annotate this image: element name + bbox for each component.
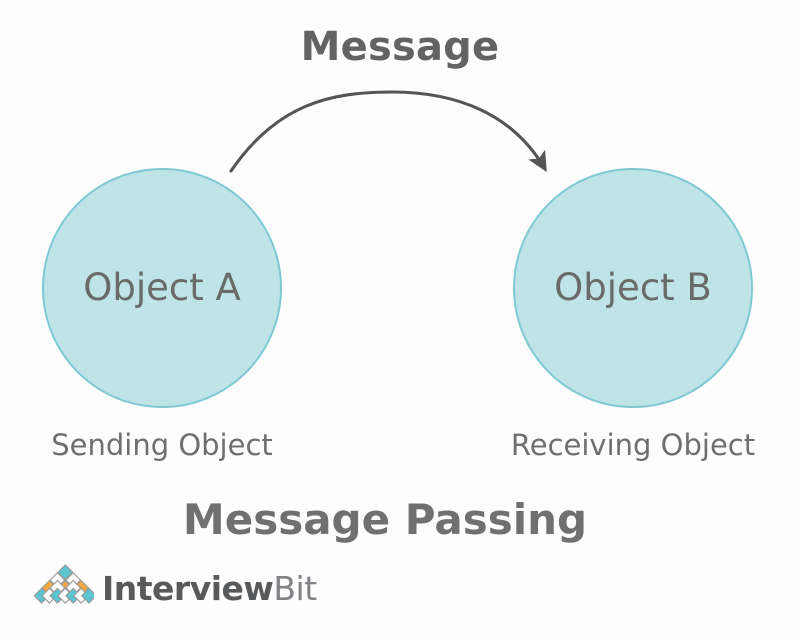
caption-sending-object: Sending Object (51, 428, 273, 462)
interviewbit-diamond-mark (34, 564, 94, 604)
node-object-a: Object A (42, 168, 282, 408)
diagram-title: Message Passing (182, 495, 588, 544)
interviewbit-wordmark: InterviewBit (102, 572, 317, 605)
interviewbit-logo[interactable]: InterviewBit (34, 561, 317, 613)
message-arrow-path (229, 90, 547, 173)
node-object-b-label: Object B (554, 265, 712, 309)
node-object-a-label: Object A (83, 265, 241, 309)
logo-word-interview: Interview (102, 568, 274, 608)
logo-word-bit: Bit (273, 568, 317, 608)
caption-receiving-object: Receiving Object (510, 428, 756, 462)
message-arrow-label: Message (300, 24, 500, 70)
node-object-b: Object B (513, 168, 753, 408)
